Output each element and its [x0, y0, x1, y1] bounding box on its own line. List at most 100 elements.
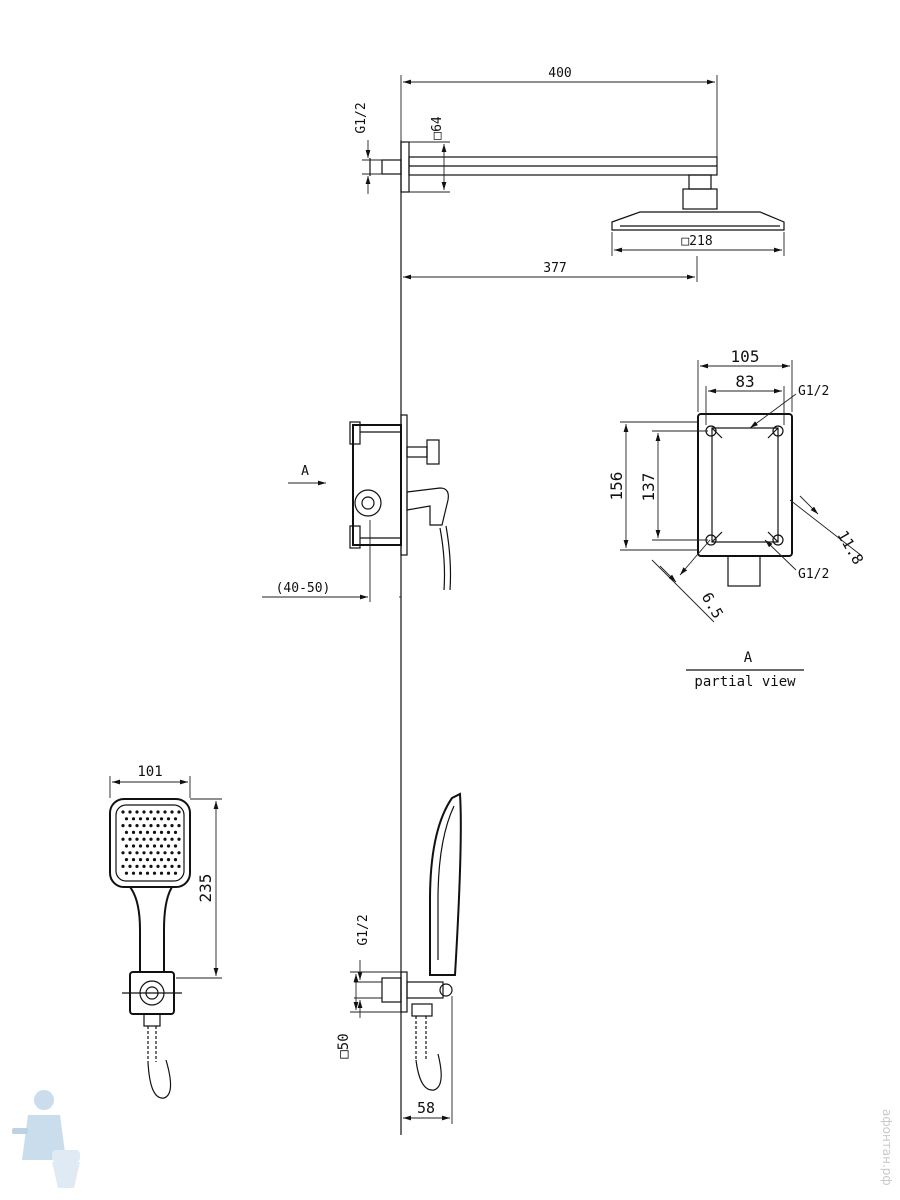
- label-11-8: 11.8: [834, 527, 868, 567]
- nozzle-dot: [149, 824, 153, 828]
- dim-top-thread: G1/2: [354, 102, 382, 194]
- dim-wall-depth: (40-50): [262, 520, 401, 602]
- nozzle-dot: [163, 837, 167, 841]
- nozzle-dot: [131, 844, 136, 848]
- nozzle-dot: [166, 858, 171, 862]
- nozzle-dot: [121, 824, 125, 828]
- plumber-mascot-icon: [12, 1090, 80, 1188]
- nozzle-dot: [173, 858, 178, 862]
- caption-letter: A: [744, 650, 753, 666]
- nozzle-dot: [152, 871, 157, 875]
- label-377: 377: [543, 261, 566, 276]
- nozzle-dot: [142, 810, 146, 814]
- label-50: □50: [336, 1033, 352, 1058]
- nozzle-dot: [128, 851, 132, 855]
- nozzle-dot: [173, 871, 178, 875]
- nozzle-dot: [159, 871, 164, 875]
- nozzle-dot: [159, 830, 164, 835]
- dim-arm-length: 400: [400, 66, 718, 157]
- view-arrow-a: A: [288, 464, 326, 486]
- dim-arm-square: □64: [409, 116, 450, 193]
- dim-head-offset: 377: [403, 256, 698, 282]
- nozzle-dot: [135, 824, 139, 828]
- nozzle-dot: [177, 851, 181, 855]
- label-83: 83: [735, 372, 754, 391]
- label-64: □64: [430, 116, 445, 140]
- nozzle-dot: [124, 817, 129, 821]
- nozzle-dot: [138, 844, 143, 848]
- nozzle-dot: [124, 871, 129, 875]
- label-137: 137: [639, 473, 658, 502]
- nozzle-dot: [142, 824, 146, 828]
- nozzle-dot: [159, 858, 164, 862]
- partial-view-caption: A partial view: [686, 650, 804, 690]
- nozzle-dot: [166, 871, 171, 875]
- nozzle-dot: [145, 830, 150, 835]
- nozzle-grid: [121, 810, 181, 875]
- nozzle-dot: [135, 837, 139, 841]
- nozzle-dot: [131, 817, 136, 821]
- nozzle-dot: [138, 830, 143, 835]
- nozzle-dot: [124, 858, 129, 862]
- nozzle-dot: [177, 810, 181, 814]
- nozzle-dot: [173, 844, 178, 848]
- nozzle-dot: [163, 864, 167, 869]
- nozzle-dot: [166, 817, 171, 821]
- nozzle-dot: [128, 837, 132, 841]
- nozzle-dot: [170, 837, 174, 841]
- nozzle-dot: [135, 851, 139, 855]
- dim-head-size: □218: [611, 232, 785, 256]
- label-156: 156: [607, 472, 626, 501]
- nozzle-dot: [166, 830, 171, 835]
- label-top-g12: G1/2: [354, 102, 369, 133]
- nozzle-dot: [145, 858, 150, 862]
- nozzle-dot: [170, 824, 174, 828]
- nozzle-dot: [159, 817, 164, 821]
- nozzle-dot: [177, 824, 181, 828]
- nozzle-dot: [138, 817, 143, 821]
- label-bottom-g12: G1/2: [356, 914, 371, 945]
- nozzle-dot: [142, 837, 146, 841]
- nozzle-dot: [156, 837, 160, 841]
- nozzle-dot: [173, 830, 178, 835]
- label-40-50: (40-50): [276, 581, 331, 596]
- nozzle-dot: [131, 871, 136, 875]
- nozzle-dot: [121, 864, 125, 869]
- nozzle-dot: [128, 824, 132, 828]
- nozzle-dot: [131, 830, 136, 835]
- caption-text: partial view: [694, 674, 796, 690]
- nozzle-dot: [173, 817, 178, 821]
- hand-shower-side: G1/2 □50 58: [336, 792, 462, 1124]
- nozzle-dot: [159, 844, 164, 848]
- nozzle-dot: [121, 837, 125, 841]
- nozzle-dot: [145, 817, 150, 821]
- partial-view-box: 105 83 156 137 G1/2 11.8 G1/2 6.5: [607, 347, 868, 623]
- nozzle-dot: [145, 844, 150, 848]
- nozzle-dot: [149, 810, 153, 814]
- label-105: 105: [731, 347, 760, 366]
- label-box-g12-top: G1/2: [798, 384, 829, 399]
- nozzle-dot: [149, 851, 153, 855]
- nozzle-dot: [124, 830, 129, 835]
- nozzle-dot: [142, 864, 146, 869]
- nozzle-dot: [138, 858, 143, 862]
- hand-shower-front: 101 235: [109, 764, 222, 1099]
- nozzle-dot: [142, 851, 146, 855]
- nozzle-dot: [156, 810, 160, 814]
- nozzle-dot: [152, 844, 157, 848]
- nozzle-dot: [124, 844, 129, 848]
- nozzle-dot: [156, 851, 160, 855]
- nozzle-dot: [177, 864, 181, 869]
- nozzle-dot: [152, 858, 157, 862]
- nozzle-dot: [145, 871, 150, 875]
- nozzle-dot: [128, 864, 132, 869]
- nozzle-dot: [131, 858, 136, 862]
- nozzle-dot: [149, 837, 153, 841]
- nozzle-dot: [163, 824, 167, 828]
- nozzle-dot: [177, 837, 181, 841]
- nozzle-dot: [149, 864, 153, 869]
- nozzle-dot: [138, 871, 143, 875]
- label-235: 235: [196, 874, 215, 903]
- label-box-g12-bottom: G1/2: [798, 567, 829, 582]
- nozzle-dot: [170, 810, 174, 814]
